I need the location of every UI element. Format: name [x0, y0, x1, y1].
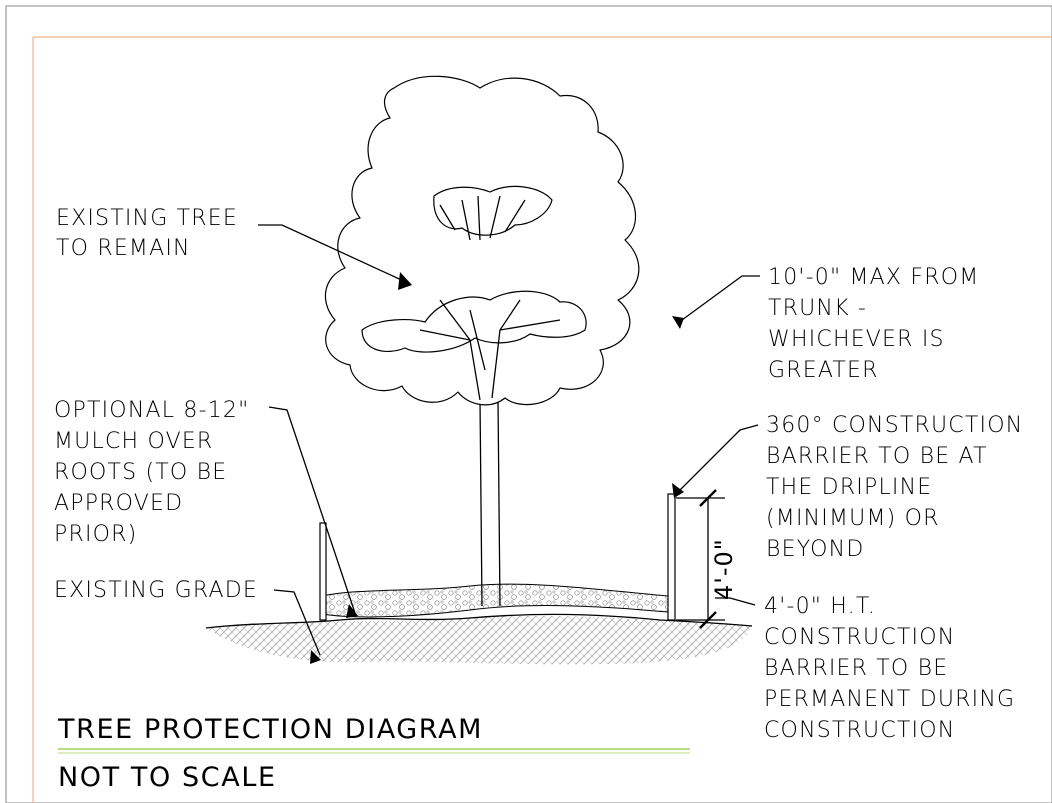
label-barrier-height-line: CONSTRUCTION — [764, 625, 955, 650]
label-optional-mulch-line: MULCH OVER — [54, 429, 213, 454]
label-barrier-360-line: (MINIMUM) OR — [766, 506, 940, 531]
leader-barrier-360 — [672, 424, 759, 498]
label-barrier-360-line: THE DRIPLINE — [766, 475, 932, 500]
page-subtitle: NOT TO SCALE — [58, 762, 277, 793]
label-optional-mulch-line: OPTIONAL 8-12" — [54, 398, 249, 423]
label-barrier-360-line: 360° CONSTRUCTION — [766, 413, 1023, 438]
canopy-detail-upper — [433, 185, 553, 236]
sheet-border — [5, 5, 1052, 803]
inner-border — [32, 36, 1052, 803]
mulch-layer — [321, 583, 669, 618]
label-optional-mulch-line: PRIOR) — [54, 522, 137, 547]
leader-optional-mulch — [268, 406, 358, 618]
branch-lines-upper — [439, 195, 526, 241]
label-existing-tree-line: EXISTING TREE — [56, 206, 238, 231]
label-optional-mulch: OPTIONAL 8-12" MULCH OVER ROOTS (TO BE APPR… — [54, 398, 249, 547]
barrier-post-right — [667, 493, 676, 621]
dimension-label: 4'-0" — [710, 538, 738, 600]
page-title: TREE PROTECTION DIAGRAM — [57, 714, 483, 745]
label-existing-grade-line: EXISTING GRADE — [54, 578, 258, 603]
label-barrier-height-line: BARRIER TO BE — [764, 656, 948, 681]
label-barrier-height-line: CONSTRUCTION — [764, 718, 955, 743]
label-optional-mulch-line: APPROVED — [54, 491, 183, 516]
label-barrier-360-line: BARRIER TO BE AT — [766, 444, 988, 469]
label-max-from-trunk-line: GREATER — [768, 358, 879, 383]
label-max-from-trunk-line: WHICHEVER IS — [768, 327, 945, 352]
tree-canopy — [324, 75, 640, 406]
soil-hatch — [206, 615, 752, 665]
label-barrier-height: 4'-0" H.T. CONSTRUCTION BARRIER TO BE PERMA… — [764, 594, 1015, 743]
leader-barrier-height — [715, 597, 756, 606]
label-barrier-360: 360° CONSTRUCTION BARRIER TO BE AT THE DRI… — [766, 413, 1023, 562]
existing-grade-line — [205, 613, 753, 629]
barrier-post-left — [319, 522, 327, 621]
label-existing-tree-line: TO REMAIN — [56, 236, 191, 261]
label-max-from-trunk-line: TRUNK - — [768, 296, 867, 321]
canopy-detail-lower — [361, 290, 587, 353]
leader-existing-grade — [273, 589, 321, 664]
label-max-from-trunk-line: 10'-0" MAX FROM — [768, 265, 979, 290]
leader-max-from-trunk — [672, 275, 760, 329]
label-max-from-trunk: 10'-0" MAX FROM TRUNK - WHICHEVER IS GREATE… — [768, 265, 979, 383]
label-optional-mulch-line: ROOTS (TO BE — [54, 460, 227, 485]
label-barrier-height-line: PERMANENT DURING — [764, 687, 1015, 712]
branch-lines-lower — [419, 299, 561, 401]
label-barrier-height-line: 4'-0" H.T. — [764, 594, 876, 619]
label-existing-grade: EXISTING GRADE — [54, 578, 258, 603]
leader-existing-tree — [258, 224, 412, 290]
label-barrier-360-line: BEYOND — [766, 537, 864, 562]
label-existing-tree: EXISTING TREE TO REMAIN — [56, 206, 238, 261]
height-dimension — [676, 489, 725, 629]
